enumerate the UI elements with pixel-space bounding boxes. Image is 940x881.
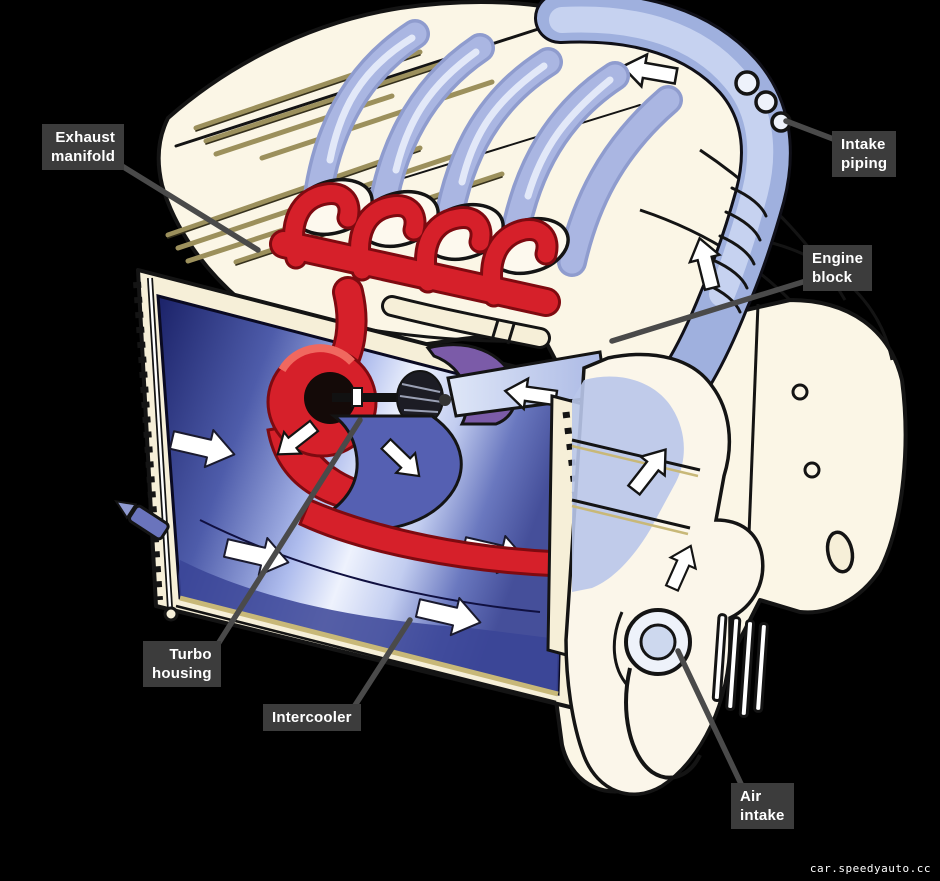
drain-nozzle: [114, 499, 170, 541]
leader-lines: [119, 118, 839, 789]
label-intake-piping: Intake piping: [832, 131, 897, 177]
grille-slats: [711, 613, 769, 718]
intake-piping-illustration: [534, 0, 792, 404]
label-exhaust-manifold: Exhaust manifold: [42, 124, 125, 170]
airbox-illustration: [546, 352, 769, 796]
leader-engine-block: [609, 278, 809, 344]
leader-intercooler: [349, 617, 413, 713]
label-intercooler: Intercooler: [263, 704, 361, 731]
label-engine-block: Engine block: [803, 245, 873, 291]
leader-exhaust-manifold: [119, 163, 261, 253]
label-turbo-housing: Turbo housing: [143, 641, 221, 687]
leader-intake-piping: [783, 118, 839, 143]
air-intake-illustration: [612, 608, 702, 780]
watermark: car.speedyauto.cc: [809, 862, 931, 875]
label-air-intake: Air intake: [731, 783, 794, 829]
leader-turbo-housing: [215, 417, 363, 647]
leader-air-intake: [675, 648, 745, 789]
